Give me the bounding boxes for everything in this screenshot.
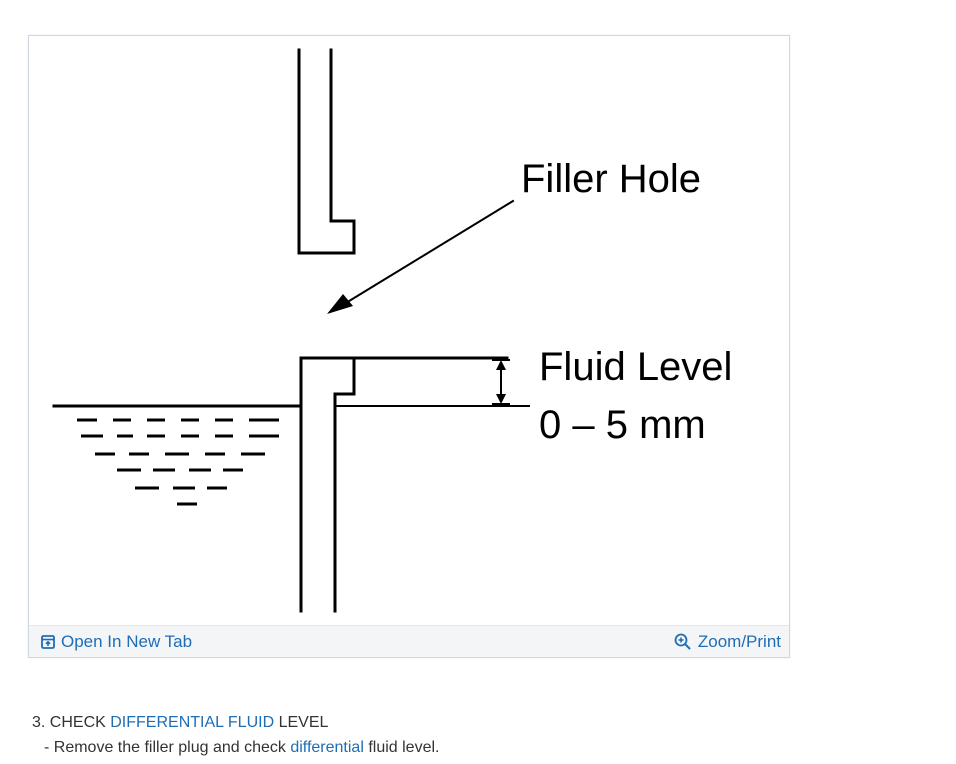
zoom-in-icon <box>674 633 691 650</box>
open-in-new-tab-icon <box>41 634 55 649</box>
differential-fluid-link[interactable]: DIFFERENTIAL FLUID <box>110 714 275 731</box>
arrow-head <box>327 294 353 314</box>
open-in-new-tab-label: Open In New Tab <box>61 631 193 651</box>
fluid-range-label: 0 – 5 mm <box>539 403 706 447</box>
filler-hole-label: Filler Hole <box>521 157 701 201</box>
housing-wall <box>299 356 509 613</box>
step-detail: - Remove the filler plug and check diffe… <box>32 735 439 760</box>
figure-toolbar: Open In New Tab Zoom/Print <box>29 625 789 657</box>
step-detail-suffix: fluid level. <box>363 739 440 756</box>
filler-hole-pointer <box>339 199 515 308</box>
measure-arrow-down <box>496 394 506 404</box>
zoom-print-link[interactable]: Zoom/Print <box>674 632 781 652</box>
open-in-new-tab-link[interactable]: Open In New Tab <box>41 632 192 652</box>
step-heading-suffix: LEVEL <box>274 714 329 731</box>
procedure-step: 3. CHECK DIFFERENTIAL FLUID LEVEL - Remo… <box>32 710 439 760</box>
measure-arrow-up <box>496 360 506 370</box>
figure-card: Filler Hole Fluid Level 0 – 5 mm Open In… <box>28 35 790 658</box>
step-detail-prefix: - Remove the filler plug and check <box>44 739 291 756</box>
filler-plug-outline <box>297 48 356 255</box>
housing-wall-inner <box>333 356 356 613</box>
fluid-dashes <box>77 418 279 506</box>
zoom-print-label: Zoom/Print <box>697 631 781 651</box>
step-heading-prefix: 3. CHECK <box>32 714 111 731</box>
step-heading: 3. CHECK DIFFERENTIAL FLUID LEVEL <box>32 710 439 735</box>
differential-fluid-level-diagram[interactable]: Filler Hole Fluid Level 0 – 5 mm <box>29 36 789 626</box>
differential-link[interactable]: differential <box>290 739 364 756</box>
fluid-level-label: Fluid Level <box>539 345 732 389</box>
